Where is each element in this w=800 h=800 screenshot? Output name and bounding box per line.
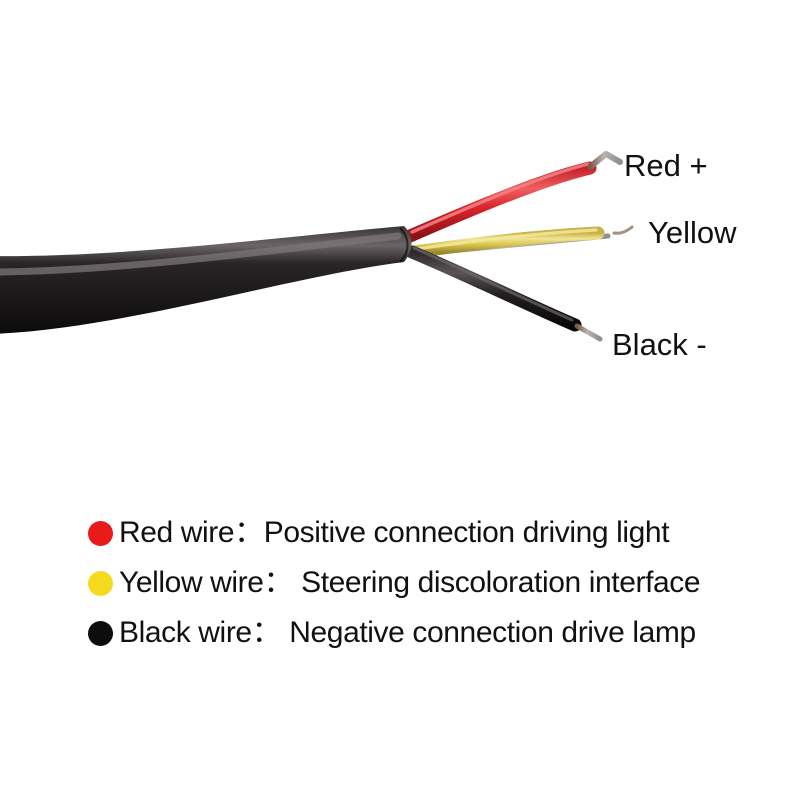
black-conductor-tip	[574, 323, 603, 342]
black-conductor-insulation	[405, 245, 582, 332]
callout-label-red: Red +	[624, 148, 708, 183]
outer-jacket-cut-edge	[399, 227, 409, 263]
yellow-conductor-strand	[612, 225, 634, 235]
legend-row: Yellow wire： Steering discoloration inte…	[88, 558, 748, 608]
wire-legend: Red wire：Positive connection driving lig…	[88, 508, 748, 658]
outer-jacket	[0, 226, 412, 334]
yellow-conductor-highlight	[414, 228, 598, 251]
yellow-wire-dot	[88, 570, 113, 596]
red-wire-dot	[88, 520, 113, 546]
legend-text-yellow: Yellow wire： Steering discoloration inte…	[119, 566, 701, 599]
cable-svg	[0, 151, 634, 342]
black-conductor-highlight	[412, 246, 574, 322]
legend-row: Black wire： Negative connection drive la…	[88, 608, 748, 658]
red-conductor-insulation	[403, 161, 597, 243]
black-conductor	[405, 245, 603, 342]
outer-jacket-highlight	[0, 232, 402, 276]
yellow-conductor	[407, 225, 634, 259]
yellow-conductor-insulation	[407, 226, 605, 259]
outer-jacket-body	[0, 226, 412, 334]
red-conductor-tip	[587, 151, 623, 170]
black-wire-dot	[88, 620, 113, 646]
legend-text-red: Red wire：Positive connection driving lig…	[119, 516, 670, 549]
red-conductor	[403, 151, 623, 243]
legend-text-black: Black wire： Negative connection drive la…	[119, 616, 696, 649]
callout-label-black: Black -	[612, 327, 707, 362]
callout-label-yellow: Yellow	[648, 215, 737, 250]
cable-illustration	[0, 151, 634, 342]
red-conductor-highlight	[410, 162, 590, 234]
legend-row: Red wire：Positive connection driving lig…	[88, 508, 748, 558]
